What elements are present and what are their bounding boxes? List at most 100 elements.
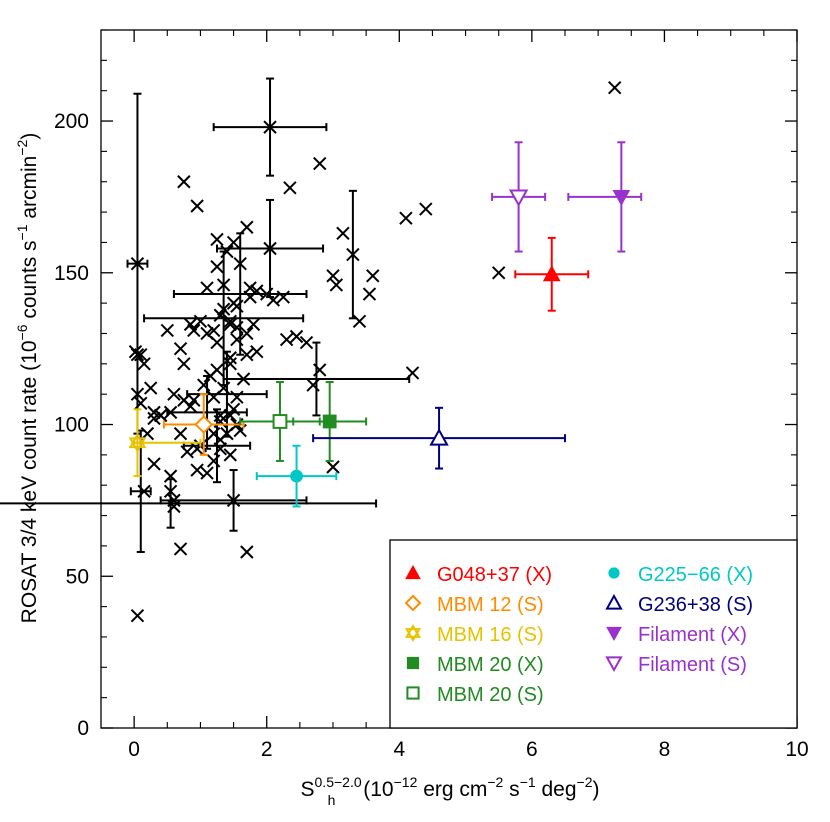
background-point — [163, 469, 178, 483]
marker-triangle-open — [429, 428, 449, 446]
background-point — [216, 302, 231, 316]
background-point — [405, 366, 420, 380]
x-marker-stroke — [223, 317, 237, 332]
x-marker-stroke — [226, 402, 241, 417]
x-marker-stroke — [183, 317, 198, 332]
x-marker-stroke — [213, 408, 228, 423]
background-point — [399, 211, 413, 225]
x-marker-stroke — [240, 220, 254, 234]
background-point — [167, 499, 181, 514]
background-point — [173, 341, 188, 356]
background-point — [147, 405, 161, 420]
marker-diamond-open — [194, 415, 214, 434]
y-tick-label: 150 — [54, 262, 89, 285]
background-point — [130, 348, 145, 362]
marker-triangle-down-open — [605, 656, 623, 673]
background-point — [163, 484, 178, 498]
background-point — [200, 466, 214, 480]
background-point — [608, 80, 622, 95]
x-marker-stroke — [167, 387, 181, 401]
x-marker-stroke — [130, 256, 145, 271]
background-point — [240, 545, 254, 559]
legend-label: G236+38 (S) — [638, 594, 753, 616]
x-marker-stroke — [167, 499, 181, 514]
star-triangle-up — [128, 432, 147, 449]
background-point — [216, 278, 231, 292]
background-point — [210, 335, 224, 350]
background-point — [206, 454, 221, 468]
series-point — [567, 141, 643, 253]
background-point — [147, 411, 161, 426]
background-point — [250, 284, 264, 298]
x-tick-label: 4 — [393, 738, 405, 761]
series-point — [255, 444, 338, 508]
x-marker-stroke — [279, 332, 294, 347]
x-marker-stroke — [326, 460, 340, 474]
y-tick-label: 200 — [54, 110, 89, 133]
background-point — [193, 314, 208, 329]
marker-triangle-down — [612, 190, 631, 206]
x-marker-stroke — [160, 323, 174, 338]
x-marker-stroke — [134, 396, 148, 410]
x-marker-stroke — [213, 442, 228, 456]
background-point — [147, 457, 161, 471]
background-point — [206, 426, 221, 441]
x-marker-stroke — [210, 260, 224, 274]
x-marker-stroke — [250, 284, 264, 298]
background-point — [163, 405, 178, 420]
y-tick-label: 100 — [54, 414, 89, 437]
x-marker-stroke — [173, 426, 188, 441]
background-point — [240, 220, 254, 234]
x-marker-stroke — [240, 348, 254, 362]
background-point — [213, 408, 228, 423]
x-marker-stroke — [226, 493, 241, 508]
x-marker-stroke — [326, 269, 340, 283]
x-marker-stroke — [203, 369, 218, 383]
highlighted-series — [128, 141, 643, 508]
marker-triangle-open — [605, 593, 623, 610]
x-marker-stroke — [236, 372, 251, 386]
background-point — [216, 381, 231, 395]
background-point — [306, 378, 320, 392]
background-point — [233, 256, 247, 271]
legend-item: MBM 20 (X) — [406, 654, 544, 676]
background-point — [263, 120, 277, 134]
x-marker-stroke — [399, 211, 413, 225]
series-point — [514, 236, 590, 312]
x-marker-stroke — [147, 457, 161, 471]
background-point — [226, 493, 241, 508]
legend-label: MBM 20 (X) — [437, 654, 544, 676]
background-point — [223, 357, 237, 371]
background-point — [210, 232, 224, 247]
x-marker-stroke — [200, 466, 214, 480]
marker-circle — [608, 567, 620, 579]
x-marker-stroke — [193, 314, 208, 329]
marker-circle — [290, 469, 303, 483]
background-point — [173, 542, 188, 556]
star-triangle-up — [404, 624, 422, 638]
marker-square — [322, 414, 337, 429]
x-marker-stroke — [283, 181, 297, 195]
x-marker-stroke — [210, 232, 224, 247]
background-point — [130, 256, 145, 271]
background-point — [366, 269, 380, 283]
background-point — [180, 445, 194, 459]
marker-triangle — [542, 265, 561, 282]
x-marker-stroke — [200, 326, 214, 341]
background-point — [226, 402, 241, 417]
background-point — [279, 332, 294, 347]
background-point — [144, 381, 158, 395]
x-marker-stroke — [206, 454, 221, 468]
x-marker-stroke — [405, 366, 420, 380]
x-marker-stroke — [153, 408, 168, 423]
background-point — [326, 460, 340, 474]
x-tick-label: 8 — [659, 738, 671, 761]
x-marker-stroke — [223, 314, 237, 329]
x-marker-stroke — [240, 326, 254, 341]
x-marker-stroke — [230, 390, 244, 404]
x-marker-stroke — [130, 387, 145, 401]
background-point — [250, 344, 264, 359]
x-marker-stroke — [130, 348, 145, 362]
x-marker-stroke — [163, 484, 178, 498]
series-point — [128, 408, 202, 478]
